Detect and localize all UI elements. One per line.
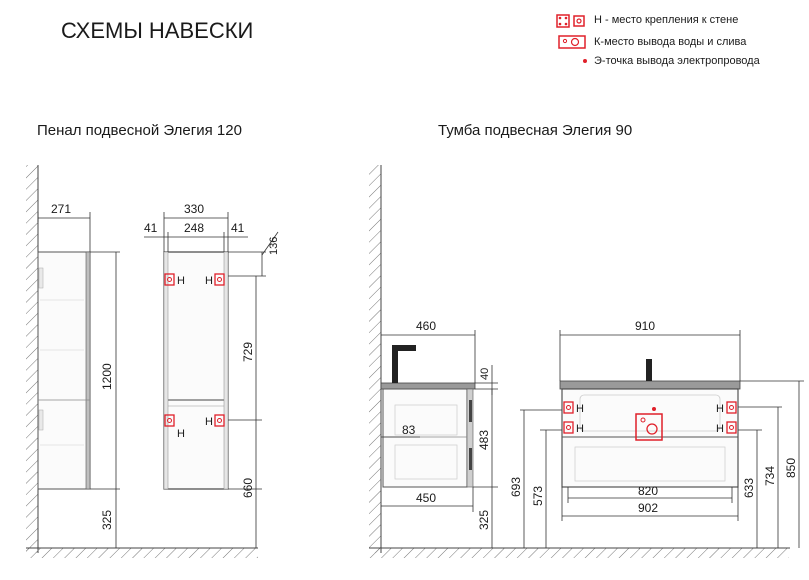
left-side-cabinet [37,251,91,490]
mount-point-icon [726,401,737,414]
mount-label: Н [716,403,724,415]
dim-483-label: 483 [477,430,491,450]
dim-1200-label: 1200 [100,363,114,390]
mount-point-icon [726,421,737,434]
left-mount-points: Н Н Н Н [164,273,225,440]
dim-83: 83 [381,423,420,438]
dim-573: 573 [531,429,562,548]
mount-point-icon [164,414,175,427]
dim-136-label: 136 [268,237,280,255]
mount-label: Н [177,275,185,287]
power-point-icon [583,59,587,63]
mount-label: Н [576,403,584,415]
water-outlet-icon [558,35,586,49]
right-mount-points: Н Н Н Н [563,401,737,441]
power-point-icon [652,407,656,411]
dim-460: 460 [381,319,476,383]
right-side-vanity [380,345,476,488]
mount-label: Н [716,423,724,435]
legend-power-label: Э-точка вывода электропровода [594,55,760,67]
dim-325-right-label: 325 [477,510,491,530]
dim-693: 693 [509,409,562,548]
mount-label: Н [205,416,213,428]
water-outlet-icon [635,413,663,441]
dim-248-label: 248 [184,221,204,235]
dim-460-label: 460 [416,319,436,333]
dim-820-label: 820 [638,484,658,498]
dim-325-left: 325 [100,489,117,548]
mount-point-icon [556,14,585,28]
dim-1200: 1200 [90,251,120,490]
dim-693-label: 693 [509,477,523,497]
legend-mount-label: Н - место крепления к стене [594,14,739,26]
right-front-vanity [559,359,741,488]
mount-point-icon [214,414,225,427]
left-floor [26,547,258,558]
dim-41-left-label: 41 [144,221,158,235]
dim-850-label: 850 [784,458,798,478]
dim-910: 910 [559,319,741,381]
dim-633-label: 633 [742,478,756,498]
dim-325-left-label: 325 [100,510,114,530]
dim-734: 734 [738,406,782,548]
mount-point-icon [563,421,574,434]
right-floor [369,547,790,558]
dim-40-label: 40 [479,368,491,380]
right-wall [369,165,382,553]
dim-820: 820 [567,484,733,503]
dim-902: 902 [561,487,739,521]
dim-271-label: 271 [51,202,71,216]
dim-902-label: 902 [638,501,658,515]
legend-water-label: К-место вывода воды и слива [594,36,747,48]
dim-325-right: 325 [477,487,493,548]
mount-point-icon [164,273,175,286]
page-title: СХЕМЫ НАВЕСКИ [61,18,254,43]
dim-40: 40 [475,365,498,395]
dim-136: 136 [228,231,280,277]
dim-633: 633 [738,429,762,548]
dim-483: 483 [473,389,498,488]
left-wall [26,165,39,553]
dim-330: 330 [163,202,229,252]
dim-41-right-label: 41 [231,221,245,235]
dim-734-label: 734 [763,466,777,486]
mount-label: Н [576,423,584,435]
mount-point-icon [563,401,574,414]
dim-729-label: 729 [241,342,255,362]
dim-271: 271 [37,202,91,252]
right-section-title: Тумба подвесная Элегия 90 [438,122,633,139]
dim-41-248-41: 41 248 41 [144,221,248,252]
dim-573-label: 573 [531,486,545,506]
mount-label: Н [177,428,185,440]
dim-910-label: 910 [635,319,655,333]
dim-729: 729 [228,276,262,421]
dim-850: 850 [740,380,804,548]
dim-450: 450 [381,487,474,512]
dim-660: 660 [228,420,262,548]
dim-83-label: 83 [402,423,416,437]
mount-label: Н [205,275,213,287]
left-section-title: Пенал подвесной Элегия 120 [37,122,242,139]
dim-330-label: 330 [184,202,204,216]
mount-point-icon [214,273,225,286]
dim-450-label: 450 [416,491,436,505]
dim-660-label: 660 [241,478,255,498]
left-front-cabinet [163,251,229,490]
